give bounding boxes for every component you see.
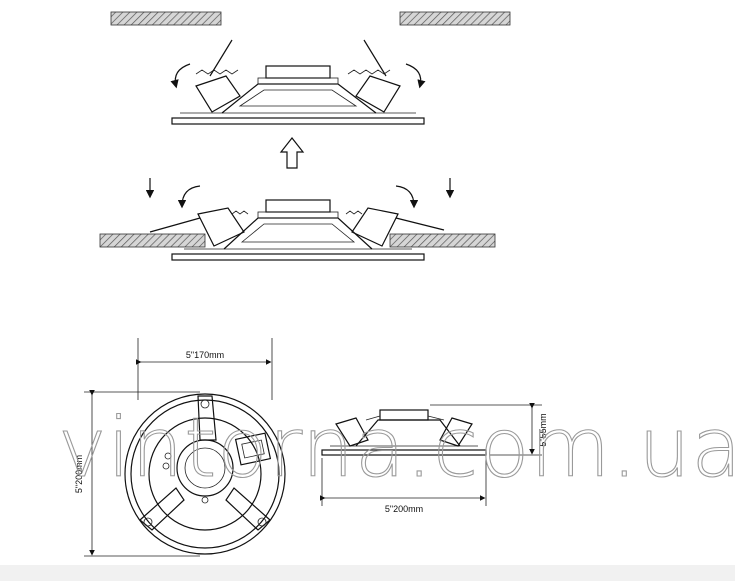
ceiling-panel-right	[399, 11, 511, 26]
clamp-arm-left	[209, 39, 233, 77]
install-step-middle	[99, 178, 496, 261]
speaker-side-view: 5"55mm 5"200mm	[320, 403, 548, 514]
ceiling-panel-left	[110, 11, 222, 26]
clamp-arm-right	[363, 39, 387, 77]
watermark-text: vintorna.com.ua	[58, 401, 735, 496]
rotate-arrow-left-mid	[177, 185, 201, 209]
clamp-arm-right-mid	[395, 217, 445, 231]
ceiling-panel-left-mid	[99, 233, 206, 248]
install-step-top	[110, 11, 511, 125]
ceiling-panel-right-mid	[389, 233, 496, 248]
up-arrow-icon	[279, 137, 305, 169]
rotate-arrow-left	[170, 63, 191, 89]
rotate-arrow-right-mid	[395, 185, 419, 209]
dim-left-height: 5"200mm	[74, 455, 84, 493]
footer-bar	[0, 565, 735, 581]
speaker-body-top	[170, 39, 426, 125]
dim-side-width: 5"200mm	[385, 504, 423, 514]
speaker-body-middle	[149, 185, 445, 261]
clamp-arm-left-mid	[149, 217, 201, 233]
rotate-arrow-right	[405, 63, 426, 89]
dim-side-height: 5"55mm	[538, 413, 548, 446]
dim-top-width: 5"170mm	[186, 350, 224, 360]
speaker-top-view: 5"170mm 5"200mm	[74, 338, 286, 557]
